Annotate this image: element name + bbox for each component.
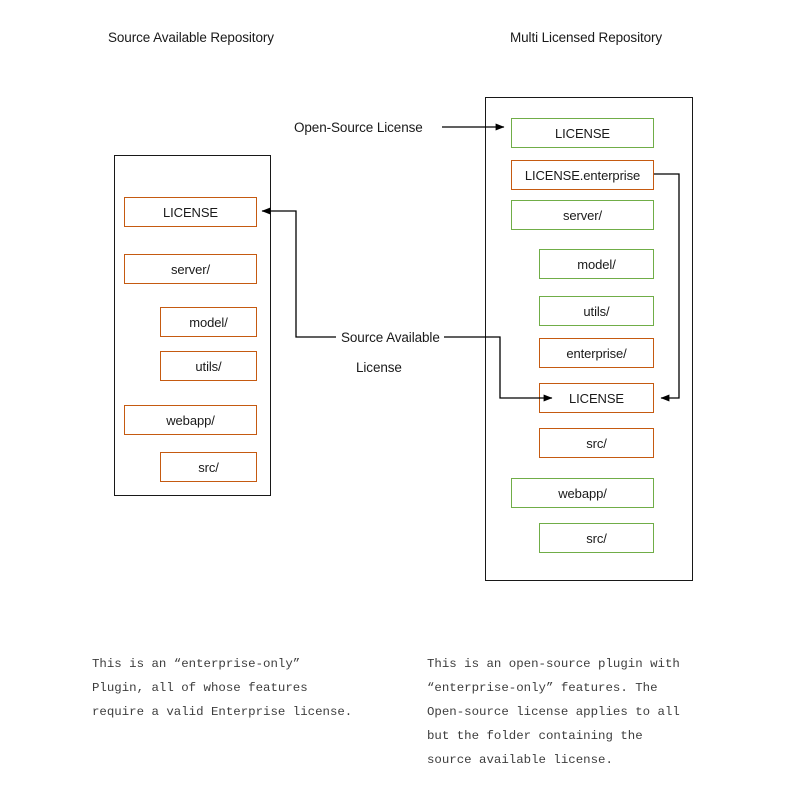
left_repo-node-server[interactable]: server/ — [124, 254, 257, 284]
right_repo-node-server[interactable]: server/ — [511, 200, 654, 230]
node-label: utils/ — [195, 358, 222, 374]
node-label: LICENSE — [555, 125, 610, 141]
node-label: server/ — [170, 261, 211, 277]
wire-source-available-to-left-license — [261, 207, 336, 338]
left-repository-note: This is an “enterprise-only” Plugin, all… — [92, 657, 353, 719]
right-column-title: Multi Licensed Repository — [510, 30, 663, 45]
node-label: utils/ — [583, 303, 610, 319]
node-label: src/ — [586, 530, 607, 546]
node-label: model/ — [189, 314, 228, 330]
node-label: LICENSE — [569, 390, 624, 406]
left-column-title: Source Available Repository — [108, 30, 274, 45]
right_repo-node-src[interactable]: src/ — [539, 428, 654, 458]
left_repo-node-license[interactable]: LICENSE — [124, 197, 257, 227]
node-label: enterprise/ — [566, 345, 627, 361]
node-label: LICENSE.enterprise — [524, 167, 641, 183]
node-label: src/ — [586, 435, 607, 451]
node-label: webapp/ — [558, 485, 607, 501]
edge-label-source-available-line1: Source Available — [341, 330, 440, 345]
node-label: LICENSE — [163, 204, 218, 220]
right_repo-node-webapp[interactable]: webapp/ — [511, 478, 654, 508]
right_repo-node-license[interactable]: LICENSE — [511, 118, 654, 148]
left_repo-node-webapp[interactable]: webapp/ — [124, 405, 257, 435]
right_repo-node-enterprise[interactable]: enterprise/ — [539, 338, 654, 368]
right_repo-node-license-enterprise[interactable]: LICENSE.enterprise — [511, 160, 654, 190]
right-repository-note: This is an open-source plugin with “ente… — [427, 657, 680, 767]
node-label: src/ — [198, 459, 219, 475]
edge-label-open-source-license: Open-Source License — [294, 120, 423, 135]
right_repo-node-src[interactable]: src/ — [539, 523, 654, 553]
node-label: model/ — [577, 256, 616, 272]
edge-label-source-available-line2: License — [356, 360, 402, 375]
right_repo-node-utils[interactable]: utils/ — [539, 296, 654, 326]
left_repo-node-utils[interactable]: utils/ — [160, 351, 257, 381]
right_repo-node-model[interactable]: model/ — [539, 249, 654, 279]
left_repo-node-src[interactable]: src/ — [160, 452, 257, 482]
node-label: webapp/ — [166, 412, 215, 428]
right_repo-node-license[interactable]: LICENSE — [539, 383, 654, 413]
node-label: server/ — [562, 207, 603, 223]
left_repo-node-model[interactable]: model/ — [160, 307, 257, 337]
